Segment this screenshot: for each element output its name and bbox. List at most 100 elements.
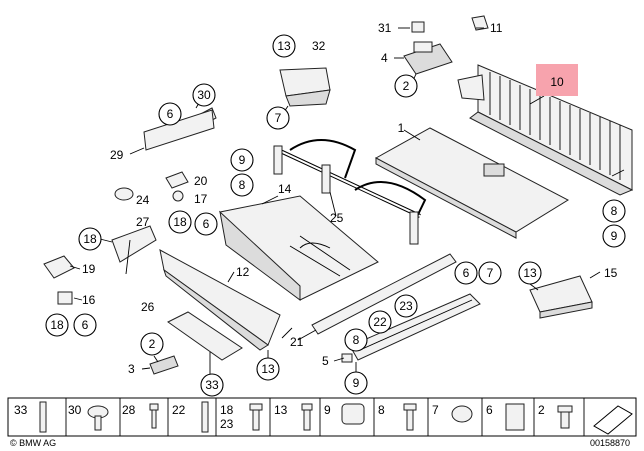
callout-8b: 8	[344, 328, 368, 352]
callout-13a: 13	[272, 34, 296, 58]
label-10: 10	[550, 75, 564, 89]
svg-text:6: 6	[82, 318, 89, 332]
part-23-carrier	[349, 293, 481, 361]
part-31-fastener	[411, 21, 425, 33]
footer-label-22: 22	[172, 403, 186, 417]
callout-9a: 9	[230, 148, 254, 172]
part-26-mat	[167, 311, 243, 361]
footer-label-33: 33	[14, 403, 28, 417]
svg-text:2: 2	[149, 337, 156, 351]
part-1-trunk-floor	[374, 127, 570, 239]
part-10-rear-panel	[457, 64, 634, 196]
callout-13c: 13	[518, 261, 542, 285]
svg-text:2: 2	[403, 79, 410, 93]
part-5-fastener	[341, 353, 353, 363]
part-12-side-trim	[159, 249, 281, 351]
callout-8c: 8	[602, 199, 626, 223]
part-21-rail	[311, 253, 457, 335]
footer-parts-strip: 33 30 28 22 18 23 13 9 8 7 6 2	[7, 397, 637, 437]
svg-text:6: 6	[167, 107, 174, 121]
part-29-strip	[143, 109, 215, 151]
footer-label-28: 28	[122, 403, 136, 417]
label-17: 17	[194, 192, 208, 206]
part-32-holder	[279, 67, 331, 107]
label-14: 14	[278, 182, 292, 196]
footer-label-9: 9	[324, 403, 331, 417]
drawing-number: 00158870	[590, 438, 630, 448]
svg-text:30: 30	[197, 88, 211, 102]
part-4-latch	[403, 41, 453, 75]
part-3-clip	[149, 355, 179, 375]
part-17-screw	[172, 190, 184, 202]
label-29: 29	[110, 148, 124, 162]
label-16: 16	[82, 293, 96, 307]
label-26: 26	[141, 300, 155, 314]
svg-text:6: 6	[463, 266, 470, 280]
label-11: 11	[490, 21, 503, 35]
footer-label-30: 30	[68, 403, 82, 417]
label-21: 21	[290, 335, 304, 349]
label-24: 24	[136, 193, 150, 207]
label-1: 1	[398, 121, 405, 135]
label-15: 15	[604, 266, 618, 280]
svg-text:18: 18	[173, 215, 187, 229]
svg-text:22: 22	[373, 315, 387, 329]
label-20: 20	[194, 174, 208, 188]
label-12: 12	[236, 265, 250, 279]
callout-7b: 7	[478, 261, 502, 285]
callout-6c: 6	[73, 313, 97, 337]
brand-text: © BMW AG	[10, 438, 56, 448]
part-27-hinge	[111, 225, 157, 275]
svg-text:23: 23	[399, 299, 413, 313]
label-4: 4	[381, 51, 388, 65]
footer-label-8: 8	[378, 403, 385, 417]
callout-2b: 2	[140, 332, 164, 356]
callout-23: 23	[394, 294, 418, 318]
footer-label-18: 18	[220, 403, 234, 417]
footer-label-7: 7	[432, 403, 439, 417]
part-14-storage-tray	[219, 195, 379, 301]
label-27: 27	[136, 215, 150, 229]
svg-text:33: 33	[205, 378, 219, 392]
svg-text:8: 8	[611, 204, 618, 218]
label-32: 32	[312, 39, 326, 53]
callout-22: 22	[368, 310, 392, 334]
callout-33: 33	[200, 373, 224, 397]
leader-lines	[69, 27, 625, 374]
label-5: 5	[322, 354, 329, 368]
svg-text:7: 7	[487, 266, 494, 280]
svg-text:9: 9	[239, 153, 246, 167]
svg-text:13: 13	[523, 266, 537, 280]
part-15-holder	[529, 275, 593, 319]
part-10-highlight	[536, 64, 578, 96]
callout-13b: 13	[256, 357, 280, 381]
part-16-clip	[57, 291, 73, 305]
footer-label-23: 23	[220, 417, 234, 431]
svg-text:8: 8	[353, 333, 360, 347]
svg-text:18: 18	[50, 318, 64, 332]
part-19-bracket	[43, 255, 75, 279]
callout-30: 30	[192, 83, 216, 107]
label-31: 31	[378, 21, 392, 35]
callout-9b: 9	[344, 371, 368, 395]
svg-text:7: 7	[275, 111, 282, 125]
svg-text:18: 18	[83, 232, 97, 246]
footer-label-2: 2	[538, 403, 545, 417]
part-25-bracket-frame	[273, 139, 427, 245]
footer-label-6: 6	[486, 403, 493, 417]
callout-6d: 6	[454, 261, 478, 285]
label-3: 3	[128, 362, 135, 376]
svg-text:9: 9	[611, 229, 618, 243]
callout-6b: 6	[194, 212, 218, 236]
label-19: 19	[82, 262, 96, 276]
svg-text:6: 6	[203, 217, 210, 231]
callout-2a: 2	[394, 74, 418, 98]
svg-text:8: 8	[239, 178, 246, 192]
label-25: 25	[330, 211, 344, 225]
callout-9c: 9	[602, 224, 626, 248]
svg-text:13: 13	[261, 362, 275, 376]
arrow-icon	[593, 405, 633, 435]
part-20-cap	[165, 171, 189, 189]
callout-18c: 18	[45, 313, 69, 337]
